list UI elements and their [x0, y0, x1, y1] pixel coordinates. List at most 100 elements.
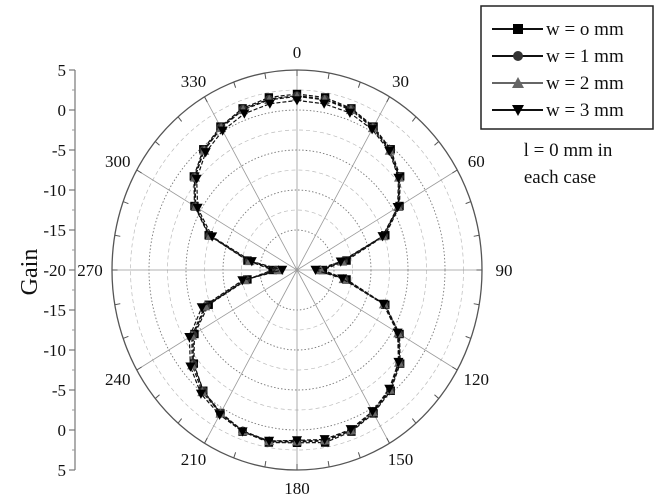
angle-tick-label: 180	[284, 479, 310, 498]
triangle-down-marker	[200, 148, 211, 158]
radial-tick-label: -10	[43, 341, 66, 360]
circle-marker	[513, 51, 523, 61]
series-triangle-up	[186, 91, 405, 446]
angle-tick-label: 120	[464, 370, 490, 389]
legend-label: w = 1 mm	[546, 46, 624, 67]
triangle-down-marker	[195, 389, 206, 399]
grid-spoke	[136, 169, 298, 271]
grid-spoke	[296, 169, 458, 271]
angle-tick	[327, 460, 330, 468]
angle-tick	[114, 303, 121, 306]
triangle-down-marker	[337, 274, 348, 284]
angle-tick-label: 90	[496, 261, 513, 280]
radial-tick-label: -5	[52, 381, 66, 400]
triangle-down-marker	[393, 173, 404, 183]
angle-tick	[264, 72, 267, 80]
triangle-down-marker	[196, 303, 207, 313]
triangle-down-marker	[367, 407, 378, 417]
legend-item: w = 3 mm	[492, 100, 624, 121]
annotation-line-1: l = 0 mm in	[524, 140, 613, 161]
legend-item: w = 1 mm	[492, 46, 624, 67]
triangle-down-marker	[184, 333, 195, 343]
radial-tick-label: 5	[58, 461, 67, 480]
angle-tick	[177, 116, 183, 122]
radial-tick-label: -15	[43, 301, 66, 320]
angle-tick	[233, 452, 237, 459]
triangle-down-marker	[377, 232, 388, 242]
triangle-down-marker	[264, 99, 275, 109]
legend-item: w = 2 mm	[492, 73, 624, 94]
series-line	[188, 99, 400, 442]
legend-box	[480, 5, 654, 130]
angle-tick-label: 240	[105, 370, 131, 389]
angle-tick-label: 0	[293, 43, 302, 62]
grid-spoke	[296, 269, 458, 371]
angle-tick	[136, 169, 142, 174]
triangle-down-marker	[384, 384, 395, 394]
angle-tick	[327, 72, 330, 80]
triangle-down-marker	[512, 105, 524, 116]
angle-tick	[264, 460, 267, 468]
angle-tick	[233, 81, 237, 88]
annotation-line-2: each case	[524, 167, 596, 188]
triangle-down-marker	[393, 357, 404, 368]
angle-tick	[411, 418, 417, 424]
radial-axis: 50-5-10-15-20-15-10-505	[43, 61, 76, 480]
angle-tick	[204, 437, 208, 444]
legend-label: w = o mm	[546, 19, 624, 40]
angle-tick-label: 210	[181, 450, 207, 469]
y-axis-label: Gain	[17, 249, 43, 296]
angle-tick	[204, 96, 208, 103]
angle-tick-label: 330	[181, 72, 207, 91]
triangle-down-marker	[344, 108, 355, 118]
radial-tick-label: 0	[58, 421, 67, 440]
series-group	[184, 89, 405, 447]
triangle-up-marker	[512, 77, 524, 88]
angle-tick	[465, 201, 472, 205]
triangle-down-marker	[291, 96, 303, 106]
radial-tick-label: 5	[58, 61, 67, 80]
triangle-down-marker	[246, 257, 257, 267]
legend-label: w = 2 mm	[546, 73, 624, 94]
angle-tick	[386, 96, 390, 103]
triangle-down-marker	[392, 328, 403, 338]
angle-tick	[411, 116, 417, 122]
angle-tick-label: 270	[77, 261, 103, 280]
series-triangle-down	[184, 96, 404, 447]
triangle-down-marker	[277, 265, 288, 276]
triangle-down-marker	[237, 427, 248, 437]
triangle-down-marker	[237, 276, 248, 286]
square-marker	[513, 24, 523, 34]
angle-tick	[357, 452, 361, 459]
angle-tick	[473, 303, 480, 306]
triangle-down-marker	[319, 99, 330, 109]
triangle-down-marker	[191, 174, 202, 185]
triangle-down-marker	[207, 232, 218, 242]
triangle-down-marker	[319, 435, 330, 445]
angle-tick	[136, 366, 142, 371]
triangle-down-marker	[367, 125, 378, 135]
legend: w = o mm w = 1 mm w = 2 mm w = 3 mm	[480, 5, 654, 130]
angle-tick	[122, 201, 129, 205]
triangle-down-marker	[378, 299, 389, 309]
triangle-down-marker	[345, 425, 356, 435]
angle-tick	[114, 234, 121, 237]
triangle-down-marker	[185, 362, 196, 372]
triangle-down-marker	[310, 265, 321, 276]
triangle-down-marker	[384, 146, 395, 157]
legend-item: w = o mm	[492, 19, 624, 40]
angle-tick	[434, 394, 440, 399]
angle-tick	[473, 234, 480, 237]
radial-tick-label: -5	[52, 141, 66, 160]
angle-tick	[465, 335, 472, 339]
grid-spoke	[136, 269, 298, 371]
triangle-down-marker	[392, 203, 403, 213]
angle-tick-label: 60	[468, 152, 485, 171]
angle-tick	[154, 141, 160, 146]
triangle-down-marker	[335, 257, 346, 267]
angle-tick	[357, 81, 361, 88]
angle-tick-label: 300	[105, 152, 131, 171]
angle-tick	[386, 437, 390, 444]
radial-tick-label: -20	[43, 261, 66, 280]
